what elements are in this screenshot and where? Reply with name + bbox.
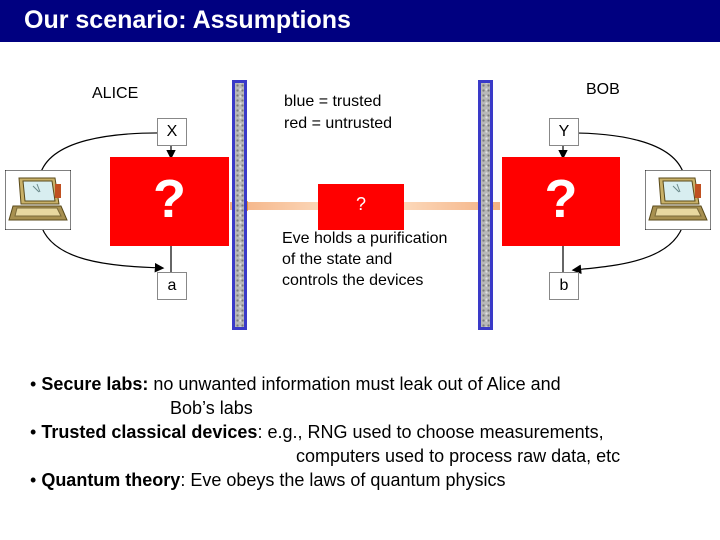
source-mark: ? — [355, 194, 366, 214]
input-y-box: Y — [549, 118, 579, 146]
alice-laptop-icon — [5, 170, 71, 230]
source-box — [318, 184, 404, 230]
bullet-quantum-theory: • Quantum theory: Eve obeys the laws of … — [30, 470, 506, 490]
output-b-box: b — [549, 272, 579, 300]
alice-lab-wall — [232, 80, 247, 330]
alice-device-mark: ? — [153, 169, 186, 229]
legend-trusted: blue = trusted — [284, 93, 382, 110]
bob-device-box — [502, 157, 620, 246]
eve-text-line1: Eve holds a purification — [282, 230, 448, 247]
bullet-secure-labs-title: Secure labs: — [41, 374, 149, 394]
output-a-box: a — [157, 272, 187, 300]
legend-untrusted: red = untrusted — [284, 115, 393, 132]
bullet-trusted-devices-cont: computers used to process raw data, etc — [296, 446, 621, 466]
alice-bottom-arc — [39, 221, 165, 273]
bob-lab-wall — [478, 80, 493, 330]
input-x-box: X — [157, 118, 187, 146]
eve-text-line3: controls the devices — [282, 272, 424, 289]
bullet-secure-labs-text: no unwanted information must leak out of… — [148, 374, 561, 394]
alice-device-box — [110, 157, 229, 246]
bob-bottom-arc — [571, 221, 685, 275]
bullet-trusted-devices-text: : e.g., RNG used to choose measurements, — [257, 422, 604, 442]
alice-label: ALICE — [92, 85, 139, 102]
assumption-list: • Secure labs: no unwanted information m… — [30, 372, 700, 492]
bob-laptop-icon — [645, 170, 711, 230]
bob-device-mark: ? — [544, 169, 578, 229]
bob-label: BOB — [586, 81, 620, 98]
slide-title: Our scenario: Assumptions — [24, 6, 351, 34]
bullet-secure-labs-cont: Bob’s labs — [170, 398, 253, 418]
bullet-quantum-theory-text: : Eve obeys the laws of quantum physics — [180, 470, 506, 490]
title-bar — [0, 0, 720, 42]
bullet-trusted-devices: • Trusted classical devices: e.g., RNG u… — [30, 422, 604, 442]
bullet-quantum-theory-title: Quantum theory — [41, 470, 181, 490]
bullet-secure-labs: • Secure labs: no unwanted information m… — [30, 374, 561, 394]
bullet-trusted-devices-title: Trusted classical devices — [41, 422, 258, 442]
alice-top-arc — [39, 132, 169, 176]
eve-text-line2: of the state and — [282, 251, 393, 268]
